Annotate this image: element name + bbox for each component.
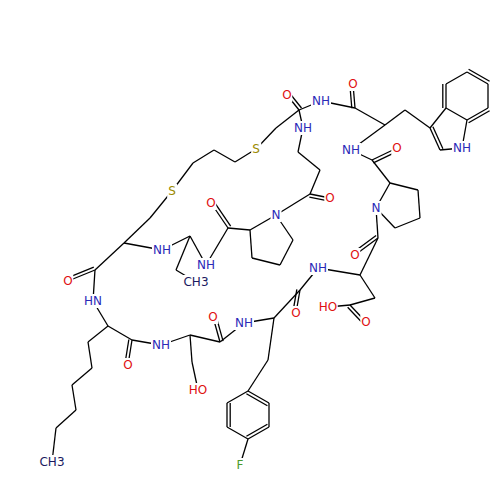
atom-label: CH3 <box>182 275 209 289</box>
atom-label: O <box>391 141 402 155</box>
bond-line <box>230 403 231 427</box>
atom-label: O <box>290 306 301 320</box>
bond-line <box>246 394 267 406</box>
bond-line <box>95 243 124 270</box>
bond-line <box>487 84 488 108</box>
bond-line <box>190 335 192 362</box>
bond-line <box>442 84 443 108</box>
bond-line <box>248 360 268 391</box>
bond-line <box>56 410 76 428</box>
bond-line <box>445 84 446 108</box>
bond-line <box>395 218 420 228</box>
atom-label: NH <box>234 316 254 330</box>
atom-label: O <box>324 191 335 205</box>
bond-line <box>405 110 430 128</box>
atom-label: O <box>62 274 73 288</box>
bond-line <box>108 326 132 340</box>
bond-line <box>355 108 385 125</box>
atom-label: HN <box>83 294 103 308</box>
atom-label: O <box>122 358 133 372</box>
atom-label: NH <box>151 338 171 352</box>
atom-label: NH <box>311 94 331 108</box>
atom-label: HO <box>318 300 338 314</box>
bond-line <box>430 108 446 128</box>
bond-line <box>190 335 220 342</box>
bond-line <box>446 108 467 120</box>
atom-label: NH <box>308 261 328 275</box>
atom-label: NH <box>341 143 361 157</box>
bond-line <box>88 342 92 368</box>
bond-line <box>280 240 293 265</box>
atom-label: HO <box>188 383 208 397</box>
atom-label: O <box>347 77 358 91</box>
atom-label: NH <box>293 121 313 135</box>
bond-line <box>214 150 235 162</box>
bond-line <box>228 228 250 230</box>
atom-label: O <box>207 310 218 324</box>
bond-line <box>72 368 92 385</box>
bond-line <box>385 110 405 125</box>
atom-label: S <box>167 184 177 198</box>
atom-label: NH <box>452 141 472 155</box>
bond-line <box>446 72 467 84</box>
atom-label: O <box>281 88 292 102</box>
bond-line <box>360 238 378 275</box>
bond-line <box>469 111 490 123</box>
atom-label: NH <box>152 243 172 257</box>
atom-label: N <box>371 201 382 215</box>
atom-label: O <box>349 248 360 262</box>
bond-line <box>372 160 390 183</box>
bond-line <box>88 326 108 342</box>
bond-line <box>250 230 252 258</box>
bond-line <box>246 424 267 436</box>
bond-line <box>268 403 269 427</box>
atom-label: N <box>271 208 282 222</box>
atom-label: S <box>251 142 261 156</box>
bond-line <box>124 218 150 243</box>
bond-line <box>433 127 443 149</box>
bond-line <box>390 183 418 190</box>
bond-line <box>193 150 214 163</box>
bond-line <box>227 391 248 403</box>
atom-label: CH3 <box>38 455 65 469</box>
bond-line <box>418 190 420 218</box>
bond-line <box>252 258 280 265</box>
bond-line <box>226 403 227 427</box>
bond-line <box>310 170 320 194</box>
bond-line <box>72 385 76 410</box>
bond-line <box>268 318 274 360</box>
atom-label: O <box>205 196 216 210</box>
bond-line <box>360 275 375 298</box>
bond-line <box>298 152 320 170</box>
atom-label: F <box>236 458 245 472</box>
bond-line <box>469 69 490 81</box>
bond-line <box>350 298 375 305</box>
atom-label: NH <box>196 258 216 272</box>
atom-label: O <box>360 315 371 329</box>
bond-line <box>227 427 248 439</box>
bond-line <box>176 236 190 270</box>
